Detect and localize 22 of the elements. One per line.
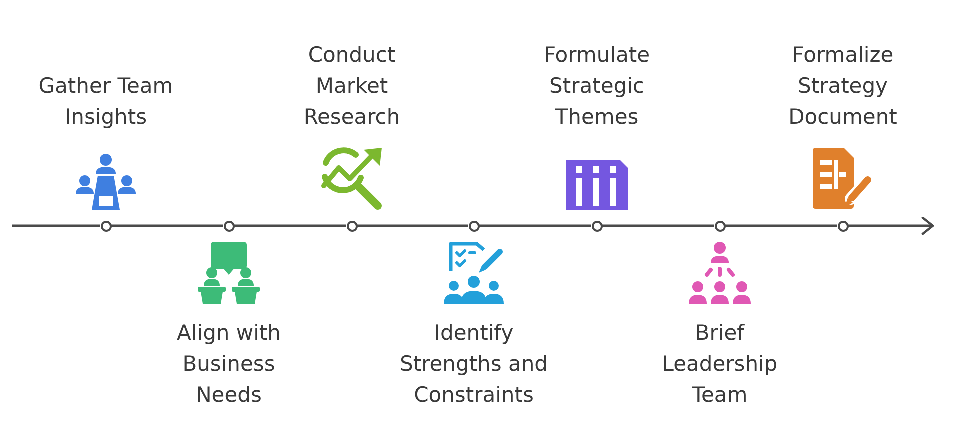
timeline-line: [726, 224, 838, 228]
milestone-label: Gather Team Insights: [38, 73, 174, 131]
milestone-dot: [838, 220, 848, 232]
milestone-label: Identify Strengths and Constraints: [399, 320, 549, 409]
milestone-dot: [592, 220, 602, 232]
milestone-dot: [468, 220, 480, 232]
milestone-label: Formulate Strategic Themes: [542, 42, 652, 131]
milestone-label: Formalize Strategy Document: [788, 42, 898, 131]
timeline-line: [358, 224, 468, 228]
milestone-dot: [224, 220, 234, 232]
timeline-arrow: [848, 216, 934, 236]
milestone-dot: [714, 220, 726, 232]
timeline-line: [112, 224, 224, 228]
milestone-label: Brief Leadership Team: [661, 320, 779, 409]
timeline-line: [12, 224, 100, 228]
timeline-line: [602, 224, 714, 228]
milestone-dot: [100, 220, 112, 232]
milestone-label: Align with Business Needs: [176, 320, 282, 409]
timeline-line: [234, 224, 346, 228]
timeline-line: [480, 224, 592, 228]
milestone-label: Conduct Market Research: [302, 42, 402, 131]
milestone-dot: [346, 220, 358, 232]
